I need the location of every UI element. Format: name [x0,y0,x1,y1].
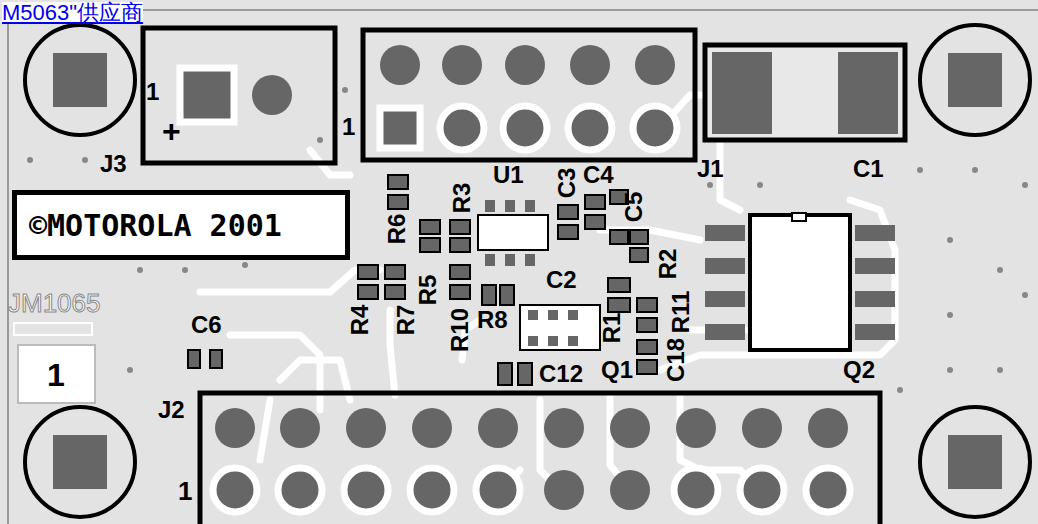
silkscreen-label: Q2 [843,358,875,382]
silkscreen-label: R1 [600,313,624,344]
copper-traces [200,95,895,490]
ic-outlines [478,200,600,350]
silkscreen-label: R11 [669,291,693,334]
silkscreen-label: 1 [146,80,159,104]
silkscreen-label: C18 [664,338,688,382]
silkscreen-label: U1 [493,163,524,187]
silkscreen-label: C3 [555,168,579,199]
vias [27,87,1028,393]
silkscreen-label: C5 [622,192,646,223]
board-edge [7,10,9,524]
silkscreen-label: C1 [853,157,884,181]
component-c1 [705,45,905,140]
silkscreen-label: C6 [191,313,222,337]
silkscreen-label: R4 [348,305,372,336]
silkscreen-label: J3 [100,152,127,176]
silkscreen-label: R8 [477,308,508,332]
silkscreen-label: 1 [178,478,192,504]
silkscreen-label: J2 [158,398,185,422]
logo-text: ©MOTOROLA 2001 [29,208,333,243]
connector-j2 [200,393,880,524]
link-text: M5063"供应商 [2,2,143,24]
component-q2 [705,213,895,350]
silkscreen-label: 1 [342,115,355,139]
silkscreen-label: C2 [546,268,577,292]
board-edge [8,9,1038,11]
silkscreen-label: R5 [416,275,440,306]
silkscreen-label: Q1 [601,358,633,382]
connector-u1 [363,30,695,160]
connector-j3 [143,28,335,163]
logo-box: ©MOTOROLA 2001 [12,190,350,260]
silkscreen-label: 1 [47,359,65,391]
silkscreen-label: R7 [394,305,418,336]
silkscreen-label: R6 [385,214,409,245]
silkscreen-label: R10 [448,308,472,352]
silkscreen-label: R2 [656,249,680,280]
silkscreen-label: C12 [539,362,583,386]
silkscreen-label: JM1065 [8,290,101,316]
silkscreen-label: C4 [583,163,614,187]
silkscreen-label: R3 [450,183,474,214]
silkscreen-label: + [162,115,181,147]
part-marking [14,323,95,403]
silkscreen-label: J1 [697,157,724,181]
